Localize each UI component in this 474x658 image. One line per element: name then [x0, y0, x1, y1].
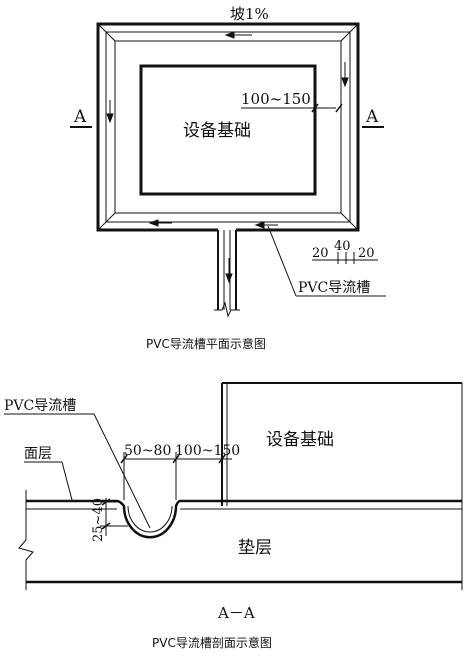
svg-text:50~80: 50~80 [124, 443, 171, 459]
plan-channel-line-inner [114, 40, 342, 214]
section-surface-layer [26, 499, 462, 510]
svg-text:面层: 面层 [24, 446, 52, 462]
plan-caption: PVC导流槽平面示意图 [146, 336, 266, 351]
plan-slope-label: 坡1% [230, 5, 269, 23]
section-name: A－A [217, 604, 255, 622]
svg-text:20: 20 [312, 246, 329, 261]
section-cushion-label: 垫层 [238, 538, 272, 558]
plan-view: 设备基础 坡1% A [70, 5, 386, 351]
svg-text:设备基础: 设备基础 [266, 430, 334, 450]
svg-text:25~40: 25~40 [91, 498, 106, 542]
svg-text:A: A [365, 107, 379, 127]
section-surface-leader: 面层 [24, 446, 73, 501]
plan-dim-100-150: 100~150 [241, 90, 343, 113]
flow-arrows [106, 31, 349, 284]
section-foundation: 设备基础 [221, 382, 463, 590]
plan-foundation [139, 64, 317, 196]
section-pvc-channel [116, 499, 181, 539]
svg-text:100~150: 100~150 [241, 90, 311, 108]
section-channel-leader: PVC导流槽 [4, 398, 151, 529]
plan-dim-20-40-20: 20 40 20 [312, 239, 378, 264]
svg-text:A: A [73, 107, 87, 127]
section-break-line [18, 490, 34, 590]
plan-channel-line-outer [105, 31, 351, 223]
section-view: 设备基础 垫层 PVC导流槽 面层 [4, 382, 463, 650]
plan-channel-leader: PVC导流槽 [267, 225, 386, 297]
section-caption: PVC导流槽剖面示意图 [152, 635, 272, 650]
section-mark-left: A [70, 107, 92, 128]
section-dim-depth: 25~40 [91, 498, 128, 542]
svg-text:20: 20 [358, 246, 375, 261]
plan-foundation-label: 设备基础 [183, 121, 251, 141]
plan-outlet [214, 226, 240, 318]
svg-text:100~150: 100~150 [175, 443, 240, 459]
svg-text:40: 40 [334, 239, 351, 254]
svg-text:PVC导流槽: PVC导流槽 [4, 398, 76, 414]
section-dim-top: 50~80 100~150 [120, 443, 240, 500]
section-mark-right: A [362, 107, 384, 128]
svg-text:PVC导流槽: PVC导流槽 [298, 280, 370, 296]
